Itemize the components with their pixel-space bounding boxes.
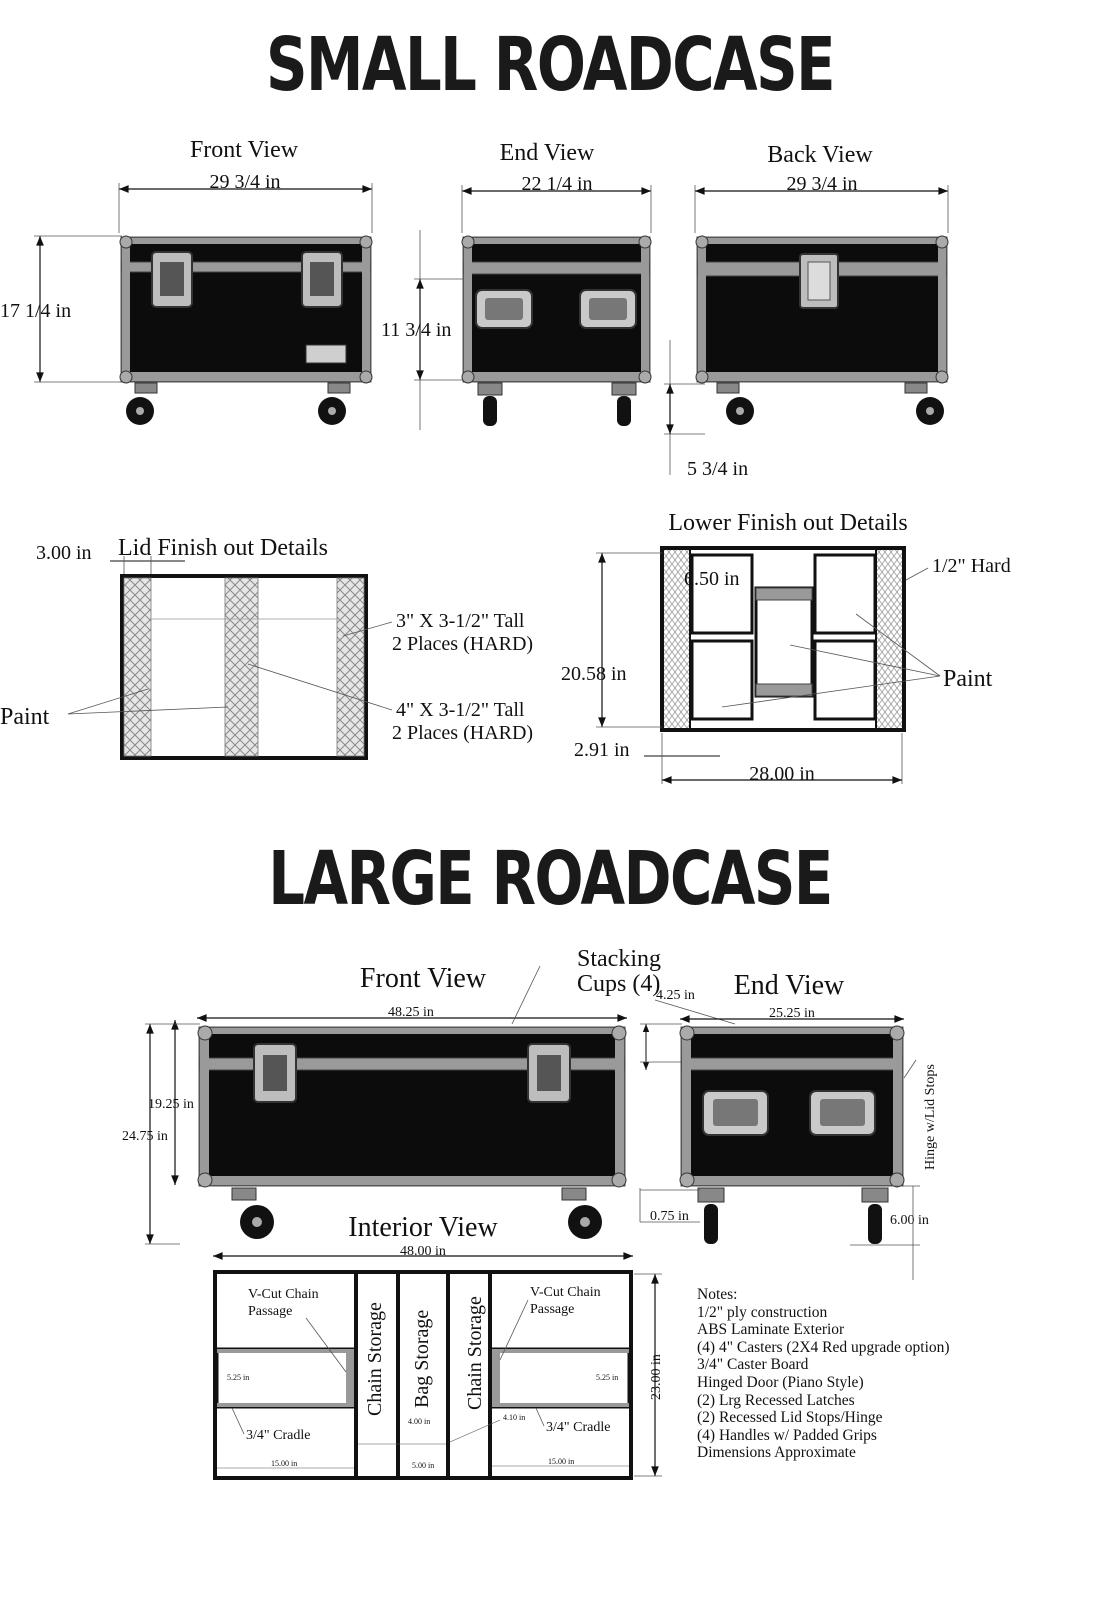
lower-hard-label: 1/2" Hard (932, 555, 1011, 577)
lid-note2-line2: 2 Places (HARD) (392, 722, 533, 744)
lower-paint-label: Paint (943, 666, 993, 692)
note-line: (4) Handles w/ Padded Grips (697, 1426, 877, 1444)
lower-height-label: 20.58 in (561, 663, 627, 685)
large-front-view-label: Front View (360, 963, 487, 994)
cradle-right: 3/4" Cradle (546, 1420, 610, 1435)
note-line: 3/4" Caster Board (697, 1356, 809, 1374)
lid-strip-right (336, 577, 365, 757)
lower-details-label: Lower Finish out Details (668, 510, 907, 536)
small-lower-details: Lower Finish out Details 6.50 in 1/2" Ha… (561, 510, 1011, 785)
small-back-caster-label: 5 3/4 in (687, 458, 748, 480)
small-roadcase-title: SMALL ROADCASE (265, 22, 836, 108)
large-body-height-label: 19.25 in (148, 1097, 194, 1112)
lid-note2-line1: 4" X 3-1/2" Tall (396, 699, 525, 721)
stacking-line2: Cups (4) (577, 971, 660, 997)
hinge-label: Hinge w/Lid Stops (923, 1064, 938, 1170)
note-line: (2) Recessed Lid Stops/Hinge (697, 1409, 883, 1427)
small-front-view-label: Front View (190, 137, 299, 163)
small-end-view-label: End View (500, 140, 595, 166)
small-end-height-label: 11 3/4 in (381, 319, 451, 341)
small-front-view: Front View 29 3/4 in 17 1/4 in (0, 137, 373, 425)
lid-note1-line1: 3" X 3-1/2" Tall (396, 610, 525, 632)
small-back-view-label: Back View (767, 142, 873, 168)
lid-edge-label: 3.00 in (36, 542, 92, 564)
lower-inner-label: 6.50 in (684, 568, 740, 590)
note-line: (2) Lrg Recessed Latches (697, 1391, 855, 1409)
dim-400: 4.00 in (408, 1417, 430, 1426)
cradle-left: 3/4" Cradle (246, 1428, 310, 1443)
large-interior-view: Interior View 48.00 in V-Cut Chain Passa… (213, 1212, 664, 1480)
dim-500: 5.00 in (412, 1461, 434, 1470)
vcut-right-1: V-Cut Chain (530, 1285, 601, 1300)
large-end-view-label: End View (734, 970, 845, 1001)
note-line: Notes: (697, 1286, 738, 1303)
lid-strip-center (224, 577, 259, 757)
dim-15-left: 15.00 in (271, 1459, 297, 1468)
large-total-height-label: 24.75 in (122, 1129, 168, 1144)
large-roadcase-title: LARGE ROADCASE (268, 836, 833, 922)
interior-height-label: 23.00 in (649, 1354, 664, 1400)
lower-width-label: 28.00 in (749, 763, 815, 785)
large-end-view: End View 25.25 in Hinge w/Lid Stops 0.75… (639, 970, 938, 1280)
stacking-dim: 4.25 in (656, 988, 695, 1003)
small-front-logo-plate (305, 344, 347, 364)
vcut-right-2: Passage (530, 1302, 574, 1317)
bag-storage: Bag Storage (411, 1310, 433, 1408)
small-front-height-label: 17 1/4 in (0, 300, 71, 322)
interior-width-label: 48.00 in (400, 1244, 446, 1259)
note-line: 1/2" ply construction (697, 1303, 828, 1321)
note-line: Dimensions Approximate (697, 1444, 856, 1462)
stacking-line1: Stacking (577, 946, 661, 972)
large-front-view: Front View 48.25 in Stacking Cups (4) 4.… (122, 946, 736, 1245)
note-line: ABS Laminate Exterior (697, 1321, 845, 1339)
lower-center-bay (754, 586, 814, 698)
note-line: Hinged Door (Piano Style) (697, 1373, 864, 1391)
small-back-view: Back View 29 3/4 in 5 3/4 in (664, 142, 949, 480)
chain-storage-left: Chain Storage (364, 1302, 386, 1416)
chain-storage-right: Chain Storage (464, 1296, 486, 1410)
note-line: (4) 4" Casters (2X4 Red upgrade option) (697, 1338, 950, 1356)
dim-410: 4.10 in (503, 1413, 525, 1422)
lower-offset-label: 2.91 in (574, 739, 630, 761)
interior-view-label: Interior View (348, 1212, 498, 1243)
lid-paint-label: Paint (0, 704, 50, 730)
small-end-view: End View 22 1/4 in 11 3/4 in (381, 140, 652, 430)
end-caster-label: 6.00 in (890, 1213, 929, 1228)
dim-525-right: 5.25 in (596, 1373, 618, 1382)
vcut-left-2: Passage (248, 1304, 292, 1319)
notes-block: Notes: 1/2" ply construction ABS Laminat… (697, 1286, 950, 1462)
small-front-width-label: 29 3/4 in (209, 171, 280, 193)
lid-details-label: Lid Finish out Details (118, 535, 328, 561)
small-lid-details: Lid Finish out Details 3.00 in 3" X 3-1/… (0, 535, 533, 760)
small-end-width-label: 22 1/4 in (521, 173, 592, 195)
lid-note1-line2: 2 Places (HARD) (392, 633, 533, 655)
dim-525-left: 5.25 in (227, 1373, 249, 1382)
end-board-label: 0.75 in (650, 1209, 689, 1224)
vcut-left-1: V-Cut Chain (248, 1287, 319, 1302)
lid-strip-left (123, 577, 152, 757)
dim-15-right: 15.00 in (548, 1457, 574, 1466)
small-back-width-label: 29 3/4 in (786, 173, 857, 195)
